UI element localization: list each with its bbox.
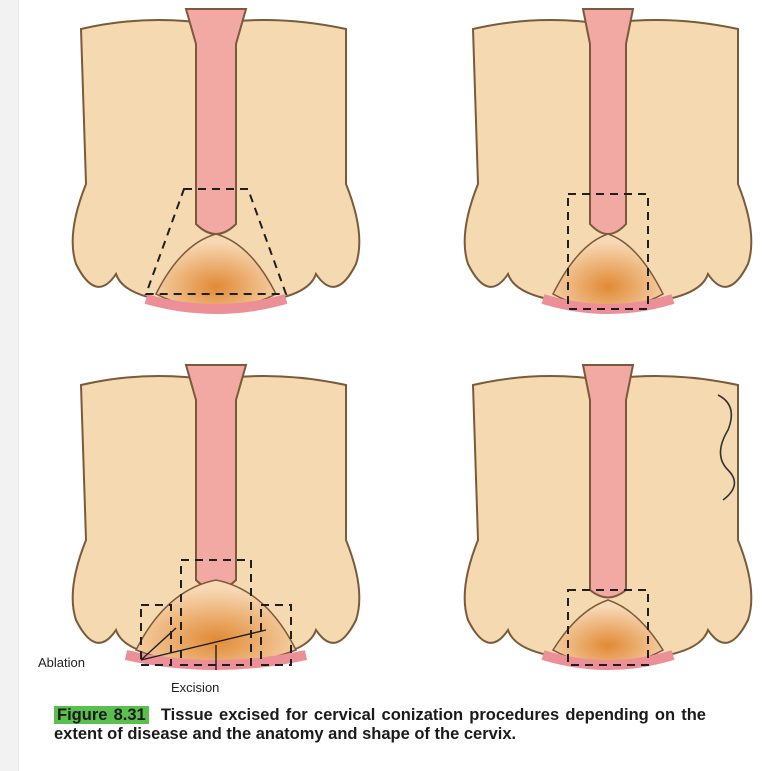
figure-area: Ablation Excision Figure 8.31 Tissue exc… bbox=[18, 0, 771, 771]
cervix-diagram-box bbox=[458, 4, 758, 324]
panel-top-left bbox=[66, 4, 366, 324]
panel-top-right bbox=[458, 4, 758, 324]
figure-number: Figure 8.31 bbox=[54, 706, 149, 724]
excision-label: Excision bbox=[171, 680, 219, 695]
ablation-label: Ablation bbox=[38, 655, 85, 670]
cervix-diagram-cone bbox=[66, 4, 366, 324]
cervix-diagram-small-box bbox=[458, 360, 758, 680]
panel-bottom-right bbox=[458, 360, 758, 680]
caption-text: Tissue excised for cervical conization p… bbox=[54, 706, 706, 743]
cervix-diagram-ablation bbox=[66, 360, 366, 680]
panel-bottom-left bbox=[66, 360, 366, 680]
figure-caption: Figure 8.31 Tissue excised for cervical … bbox=[54, 706, 706, 744]
left-frame-bar bbox=[0, 0, 19, 771]
